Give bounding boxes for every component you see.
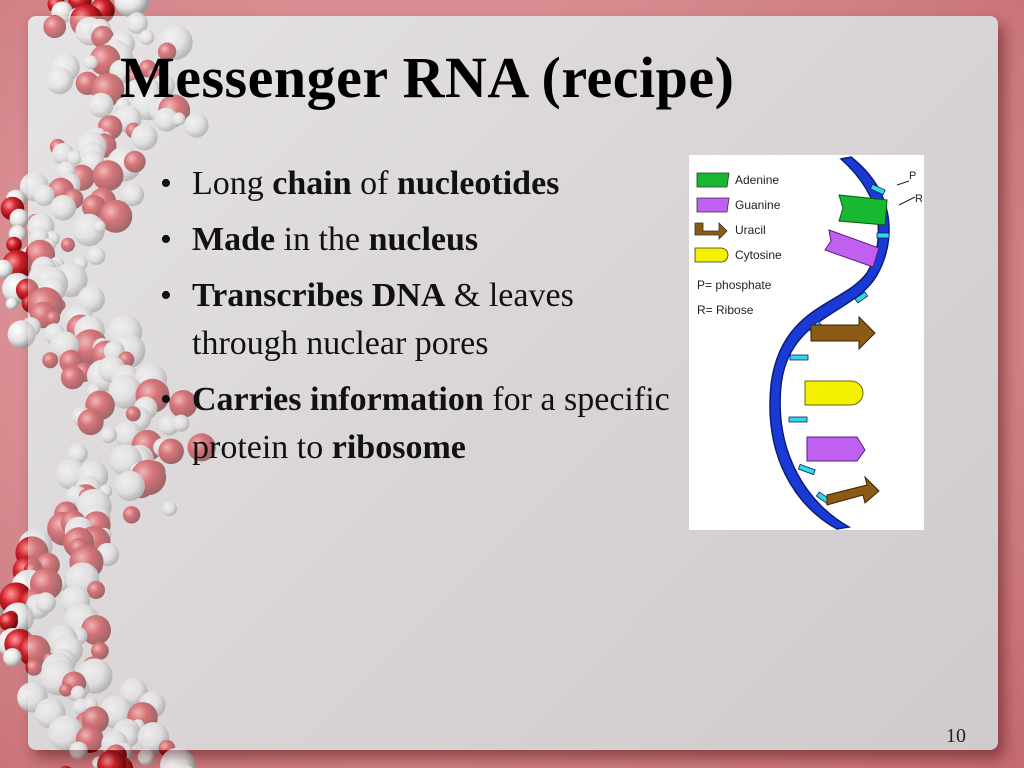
bullet-text-part: Long bbox=[192, 165, 273, 202]
bullet-dot: • bbox=[160, 221, 172, 258]
diagram-notes: P= phosphate R= Ribose bbox=[697, 278, 772, 317]
strand-label-p-leader bbox=[896, 180, 910, 186]
linker-marks bbox=[788, 183, 890, 504]
bullet-dot: • bbox=[160, 381, 172, 418]
slide-title: Messenger RNA (recipe) bbox=[120, 45, 735, 110]
bullet-text-part: & leaves through nuclear pores bbox=[192, 277, 574, 362]
diagram-note: R= Ribose bbox=[697, 303, 754, 317]
cytosine-legend-label: Cytosine bbox=[735, 248, 782, 262]
bullet-text-part: nucleus bbox=[368, 221, 479, 258]
bullet-text-part: Transcribes DNA bbox=[192, 277, 446, 314]
bullet-item: • Made in the nucleus bbox=[160, 216, 670, 264]
cytosine-base-on-strand bbox=[804, 380, 864, 406]
guanine-base-on-strand-2 bbox=[806, 436, 866, 462]
uracil-base-on-strand bbox=[810, 315, 876, 351]
bullet-list: • Long chain of nucleotides • Made in the n… bbox=[160, 160, 670, 480]
bullet-text-part: Made bbox=[192, 221, 276, 258]
bullet-text-part: chain bbox=[272, 165, 352, 202]
guanine-legend-swatch bbox=[696, 197, 730, 213]
uracil-base-on-strand-2 bbox=[826, 475, 880, 506]
adenine-legend-swatch bbox=[696, 172, 730, 188]
page-number: 10 bbox=[946, 725, 966, 747]
adenine-legend-label: Adenine bbox=[735, 173, 779, 187]
bullet-dot: • bbox=[160, 165, 172, 202]
guanine-legend-label: Guanine bbox=[735, 198, 781, 212]
rna-backbone bbox=[769, 156, 890, 530]
dna-beads-overlay bbox=[28, 16, 216, 750]
bullet-item: • Carries information for a specific prot… bbox=[160, 376, 670, 472]
bullet-text-part: for a specific protein to bbox=[192, 381, 670, 466]
bullet-text-part: of bbox=[351, 165, 397, 202]
strand-label-r-leader bbox=[898, 196, 916, 206]
bullet-item: • Long chain of nucleotides bbox=[160, 160, 670, 208]
bullet-text-part: nucleotides bbox=[396, 165, 560, 202]
guanine-base-on-strand bbox=[824, 229, 880, 268]
diagram-note: P= phosphate bbox=[697, 278, 772, 292]
cytosine-legend-swatch bbox=[694, 247, 729, 263]
bullet-text-part: Carries information bbox=[192, 381, 484, 418]
adenine-base-on-strand bbox=[838, 194, 888, 226]
uracil-legend-swatch bbox=[694, 222, 728, 240]
bullet-dot: • bbox=[160, 277, 172, 314]
strand-label-r: R bbox=[915, 193, 923, 205]
bullet-text-part: ribosome bbox=[331, 429, 466, 466]
uracil-legend-label: Uracil bbox=[735, 223, 766, 237]
bullet-text-part: in the bbox=[275, 221, 369, 258]
bullet-item: • Transcribes DNA & leaves through nuclea… bbox=[160, 272, 670, 368]
strand-label-p: P bbox=[909, 170, 916, 182]
